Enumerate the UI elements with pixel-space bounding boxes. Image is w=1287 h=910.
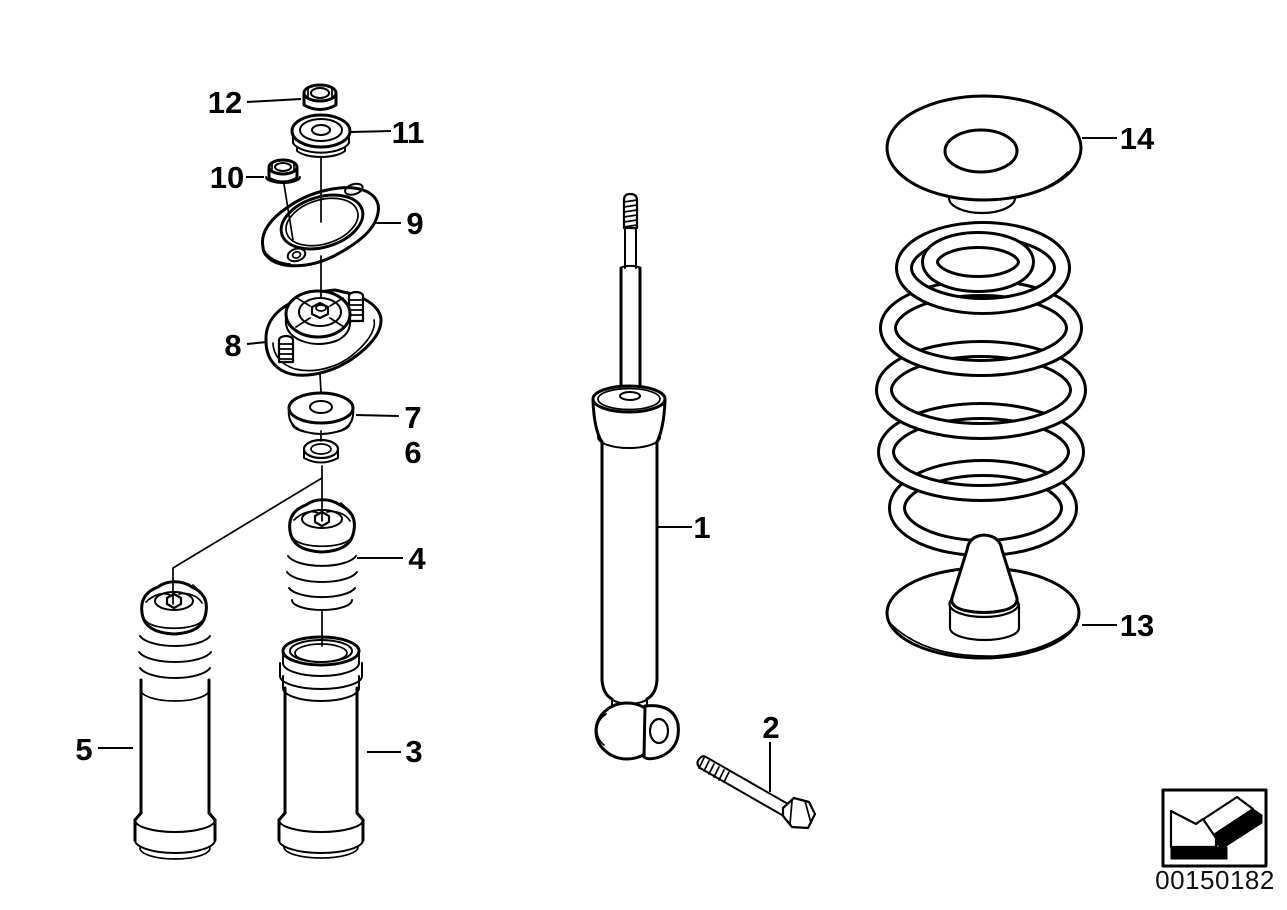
callout-6-label[interactable]: 6: [404, 435, 421, 470]
callout-8-leader-line: [246, 341, 268, 345]
callout-12-label[interactable]: 12: [208, 85, 242, 120]
callout-3-label[interactable]: 3: [405, 734, 422, 769]
callout-8-label[interactable]: 8: [224, 328, 241, 363]
callout-9-label[interactable]: 9: [406, 206, 423, 241]
callout-13-label[interactable]: 13: [1120, 608, 1154, 643]
self-locking-nut-drawing: [302, 83, 338, 111]
upper-spring-pad-drawing: [885, 94, 1083, 215]
callout-2-label[interactable]: 2: [762, 710, 779, 745]
mounting-plate-drawing: [260, 182, 380, 268]
callout-7-leader-line: [355, 414, 400, 417]
callout-14-label[interactable]: 14: [1120, 121, 1155, 156]
protection-tube-with-damper-drawing: [133, 580, 217, 860]
strut-support-mount-drawing: [264, 288, 383, 377]
coil-spring-drawing: [875, 221, 1087, 557]
shock-absorber-drawing: [591, 192, 680, 761]
callout-11-leader-line: [350, 130, 392, 133]
protection-tube-drawing: [277, 635, 365, 859]
lower-spring-pad-drawing: [885, 533, 1081, 660]
fixing-bolt-drawing: [696, 755, 817, 830]
direction-arrow-icon: [1161, 788, 1268, 868]
callout-10-label[interactable]: 10: [210, 160, 244, 195]
spacer-ring-drawing: [302, 438, 340, 464]
callout-4-label[interactable]: 4: [408, 541, 426, 576]
assembly-centerlines: [172, 156, 323, 647]
callout-5-label[interactable]: 5: [75, 732, 92, 767]
support-washer-drawing: [287, 391, 355, 435]
upper-support-washer-drawing: [290, 113, 352, 158]
hex-nut-lower-drawing: [265, 158, 301, 184]
callout-12-leader-line: [246, 98, 302, 103]
callout-11-label[interactable]: 11: [392, 115, 425, 150]
callout-7-label[interactable]: 7: [404, 400, 421, 435]
additional-damper-drawing: [286, 498, 358, 611]
document-number: 00150182: [1155, 865, 1275, 895]
callout-1-label[interactable]: 1: [693, 510, 710, 545]
